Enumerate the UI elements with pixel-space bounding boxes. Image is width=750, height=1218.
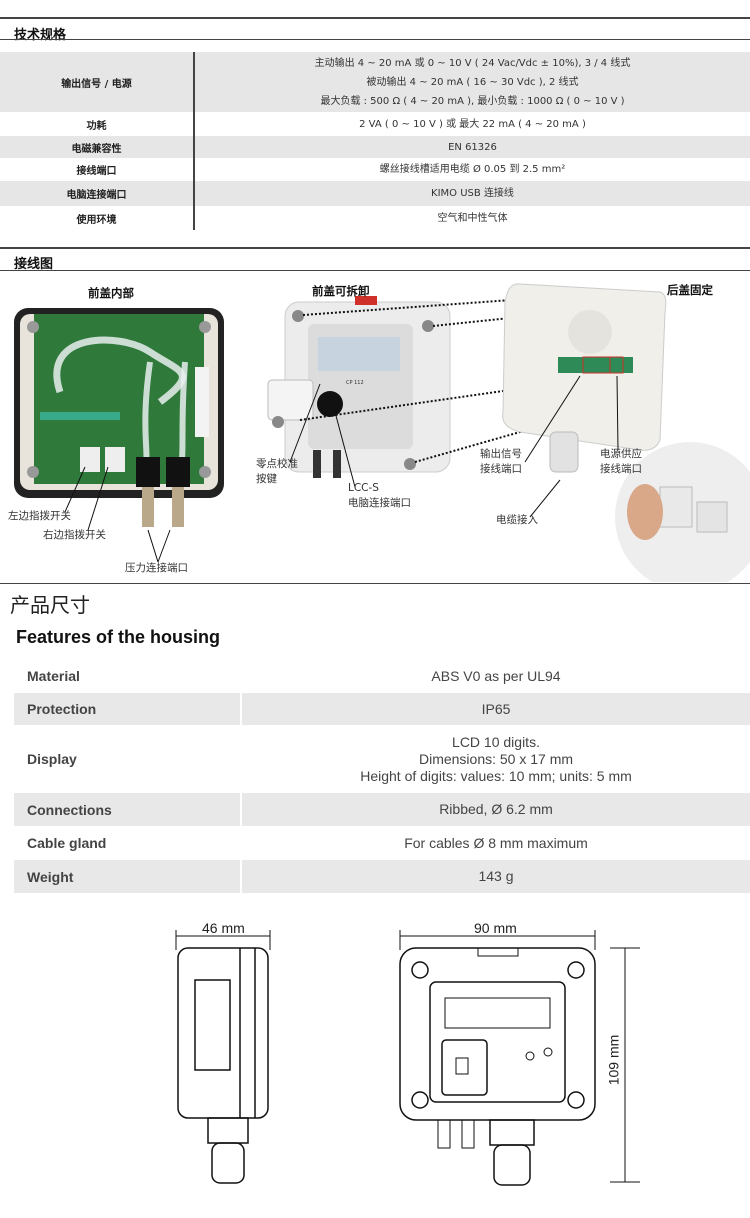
housing-value: For cables Ø 8 mm maximum <box>404 834 588 851</box>
housing-label: Material <box>27 668 80 684</box>
housing-row: Cable gland For cables Ø 8 mm maximum <box>14 827 750 859</box>
housing-label: Cable gland <box>27 835 107 851</box>
caption-power-terminal: 电源供应接线端口 <box>600 447 642 477</box>
caption-pc-port: LCC-S 电脑连接端口 <box>348 481 411 511</box>
housing-row: Display LCD 10 digits.Dimensions: 50 x 17… <box>14 726 750 792</box>
housing-value: Ribbed, Ø 6.2 mm <box>242 793 750 826</box>
housing-value: 143 g <box>242 860 750 893</box>
caption-left-dip: 左边指拨开关 <box>8 510 71 522</box>
dimension-drawing <box>175 930 640 1186</box>
housing-label: Display <box>27 751 77 767</box>
spec-value: EN 61326 <box>448 141 497 153</box>
spec-line: 最大负载 : 500 Ω ( 4 ~ 20 mA ), 最小负载 : 1000 … <box>320 95 625 107</box>
caption-line: LCC-S <box>348 482 379 494</box>
rule <box>0 270 750 271</box>
width-dimension: 90 mm <box>474 920 517 936</box>
spec-label: 接线端口 <box>0 158 195 181</box>
rule <box>0 247 750 249</box>
spec-row: 输出信号 / 电源 主动输出 4 ~ 20 mA 或 0 ~ 10 V ( 24 … <box>0 52 750 112</box>
spec-row: 使用环境 空气和中性气体 <box>0 206 750 230</box>
device-model-label: CP 112 <box>346 380 364 386</box>
caption-right-dip: 右边指拨开关 <box>43 529 106 541</box>
installation-photo <box>615 442 750 582</box>
housing-line: Height of digits: values: 10 mm; units: … <box>360 767 632 784</box>
rule <box>0 583 750 584</box>
housing-line: Dimensions: 50 x 17 mm <box>418 750 574 767</box>
spec-row: 电脑连接端口 KIMO USB 连接线 <box>0 181 750 206</box>
caption-line: 输出信号 <box>480 448 522 460</box>
spec-value: 主动输出 4 ~ 20 mA 或 0 ~ 10 V ( 24 Vac/Vdc ±… <box>195 54 750 111</box>
caption-output-terminal: 输出信号接线端口 <box>480 447 522 477</box>
caption-line: 接线端口 <box>600 463 642 475</box>
rear-cover-image <box>502 283 667 473</box>
housing-line: LCD 10 digits. <box>452 733 540 750</box>
depth-dimension: 46 mm <box>202 920 245 936</box>
caption-line: 按键 <box>256 473 277 485</box>
spec-row: 电磁兼容性 EN 61326 <box>0 136 750 158</box>
caption-pressure-ports: 压力连接端口 <box>125 562 188 574</box>
spec-label: 电磁兼容性 <box>0 136 195 158</box>
housing-value: ABS V0 as per UL94 <box>431 667 561 684</box>
spec-value: 2 VA ( 0 ~ 10 V ) 或 最大 22 mA ( 4 ~ 20 mA… <box>359 118 586 130</box>
caption-line: 零点校准 <box>256 458 298 470</box>
wiring-title: 接线图 <box>14 257 54 272</box>
spec-value: KIMO USB 连接线 <box>431 188 514 199</box>
spec-row: 接线端口 螺丝接线槽适用电缆 Ø 0.05 到 2.5 mm² <box>0 158 750 181</box>
caption-cable-in: 电缆接入 <box>496 514 538 526</box>
spec-line: 主动输出 4 ~ 20 mA 或 0 ~ 10 V ( 24 Vac/Vdc ±… <box>314 57 631 69</box>
housing-title: Features of the housing <box>16 627 221 647</box>
housing-label: Weight <box>14 860 240 893</box>
caption-line: 电脑连接端口 <box>348 497 411 509</box>
dimensions-title: 产品尺寸 <box>10 593 90 617</box>
front-cover-image: CP 112 <box>267 296 451 478</box>
caption-rear-fixed: 后盖固定 <box>667 283 713 297</box>
caption-front-removable: 前盖可拆卸 <box>312 284 370 298</box>
housing-label: Connections <box>14 793 240 826</box>
spec-label: 功耗 <box>0 112 195 136</box>
housing-row: Material ABS V0 as per UL94 <box>14 660 750 692</box>
caption-front-inside: 前盖内部 <box>88 286 134 300</box>
wiring-diagram: CP 112 <box>14 283 750 582</box>
spec-title: 技术规格 <box>14 28 67 43</box>
height-dimension: 109 mm <box>605 1034 622 1086</box>
pcb-inside-image <box>14 308 224 527</box>
spec-label: 使用环境 <box>0 206 195 230</box>
spec-table: 输出信号 / 电源 主动输出 4 ~ 20 mA 或 0 ~ 10 V ( 24 … <box>0 52 750 230</box>
caption-line: 接线端口 <box>480 463 522 475</box>
spec-label: 电脑连接端口 <box>0 181 195 206</box>
rule <box>0 39 750 40</box>
housing-value: IP65 <box>242 693 750 725</box>
front-view <box>399 930 640 1186</box>
housing-label: Protection <box>14 693 240 725</box>
caption-zero-button: 零点校准按键 <box>256 457 298 487</box>
spec-value: 螺丝接线槽适用电缆 Ø 0.05 到 2.5 mm² <box>379 164 566 175</box>
top-rule <box>0 17 750 19</box>
side-view <box>175 930 271 1184</box>
spec-line: 被动输出 4 ~ 20 mA ( 16 ~ 30 Vdc ), 2 线式 <box>366 76 579 88</box>
caption-line: 电源供应 <box>600 448 642 460</box>
spec-label: 输出信号 / 电源 <box>0 52 195 112</box>
spec-value: 空气和中性气体 <box>437 212 508 224</box>
spec-row: 功耗 2 VA ( 0 ~ 10 V ) 或 最大 22 mA ( 4 ~ 20 … <box>0 112 750 136</box>
